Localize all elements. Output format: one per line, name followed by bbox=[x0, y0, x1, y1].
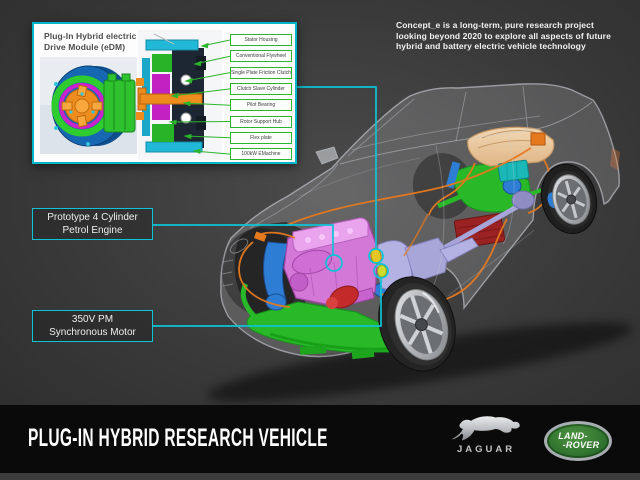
callout-lines bbox=[153, 86, 389, 327]
engine-accessory-red bbox=[326, 285, 359, 309]
footer-bar bbox=[0, 405, 640, 473]
edm-title-line2: Drive Module (eDM) bbox=[44, 42, 126, 52]
edm-panel-title: Plug-In Hybrid electric Drive Module (eD… bbox=[44, 31, 137, 53]
fuel-tank bbox=[467, 126, 555, 167]
intro-paragraph: Concept_e is a long-term, pure research … bbox=[396, 20, 632, 52]
callout-petrol-engine-line1: Prototype 4 Cylinder bbox=[47, 212, 138, 223]
motor-highlight-circle bbox=[373, 263, 389, 279]
callout-synchronous-motor: 350V PM Synchronous Motor bbox=[32, 310, 153, 342]
harness-connector bbox=[253, 231, 267, 242]
rear-differential bbox=[511, 190, 535, 210]
edm-label-friction-clutch: Single Plate Friction Clutch bbox=[230, 66, 292, 79]
body-linework bbox=[221, 85, 593, 297]
intro-line3: hybrid and battery electric vehicle tech… bbox=[396, 41, 586, 51]
engine-leader-line bbox=[153, 224, 334, 255]
rear-wheel bbox=[540, 163, 598, 235]
edm-leader-line bbox=[297, 86, 377, 249]
taillight bbox=[610, 148, 620, 170]
side-mirror bbox=[315, 146, 339, 165]
footer-title: PLUG-IN HYBRID RESEARCH VEHICLE bbox=[28, 424, 328, 452]
jaguar-wordmark: JAGUAR bbox=[456, 444, 516, 455]
edm-label-pilot-bearing: Pilot Bearing bbox=[230, 99, 292, 112]
landrover-wordmark-line1: LAND- bbox=[558, 430, 588, 441]
edm-label-100kw-emachine: 100kW EMachine bbox=[230, 148, 292, 161]
jaguar-leaper-icon bbox=[451, 416, 520, 441]
front-wheel bbox=[378, 276, 456, 372]
edm-yellow-marker bbox=[370, 247, 387, 278]
petrol-engine bbox=[283, 217, 379, 309]
landrover-wordmark-line2: -ROVER bbox=[562, 440, 600, 450]
battery-module-teal bbox=[497, 159, 530, 183]
bottom-strip bbox=[0, 473, 640, 480]
edm-label-arrows bbox=[168, 39, 231, 155]
jaguar-logo: JAGUAR bbox=[448, 414, 524, 458]
edm-label-clutch-slave-cylinder: Clutch Slave Cylinder bbox=[230, 82, 292, 95]
intro-line2: looking beyond 2020 to explore all aspec… bbox=[396, 30, 611, 41]
edm-label-flex-plate: Flex plate bbox=[230, 131, 292, 144]
edm-label-conventional-flywheel: Conventional Flywheel bbox=[230, 50, 292, 63]
landrover-logo: LAND- -ROVER bbox=[544, 421, 612, 461]
edm-panel-graphics bbox=[40, 30, 231, 160]
edm-inset-panel: Plug-In Hybrid electric Drive Module (eD… bbox=[32, 22, 297, 164]
motor-leader-line bbox=[153, 279, 382, 327]
callout-petrol-engine-line2: Petrol Engine bbox=[62, 225, 123, 236]
transmission bbox=[375, 190, 535, 290]
edm-highlight-circle bbox=[368, 248, 384, 264]
edm-label-rotor-support-hub: Rotor Support Hub bbox=[230, 115, 292, 128]
tank-connector bbox=[530, 132, 546, 146]
engine-highlight-circle bbox=[325, 254, 343, 272]
callout-synchronous-motor-line2: Synchronous Motor bbox=[49, 327, 136, 338]
callout-petrol-engine: Prototype 4 Cylinder Petrol Engine bbox=[32, 208, 153, 240]
callout-synchronous-motor-line1: 350V PM bbox=[71, 314, 114, 325]
edm-3d-render bbox=[40, 57, 137, 154]
edm-title-line1: Plug-In Hybrid electric bbox=[44, 31, 137, 41]
edm-label-stator-housing: Stator Housing bbox=[230, 34, 292, 46]
intro-line1: Concept_e is a long-term, pure research … bbox=[396, 20, 594, 30]
